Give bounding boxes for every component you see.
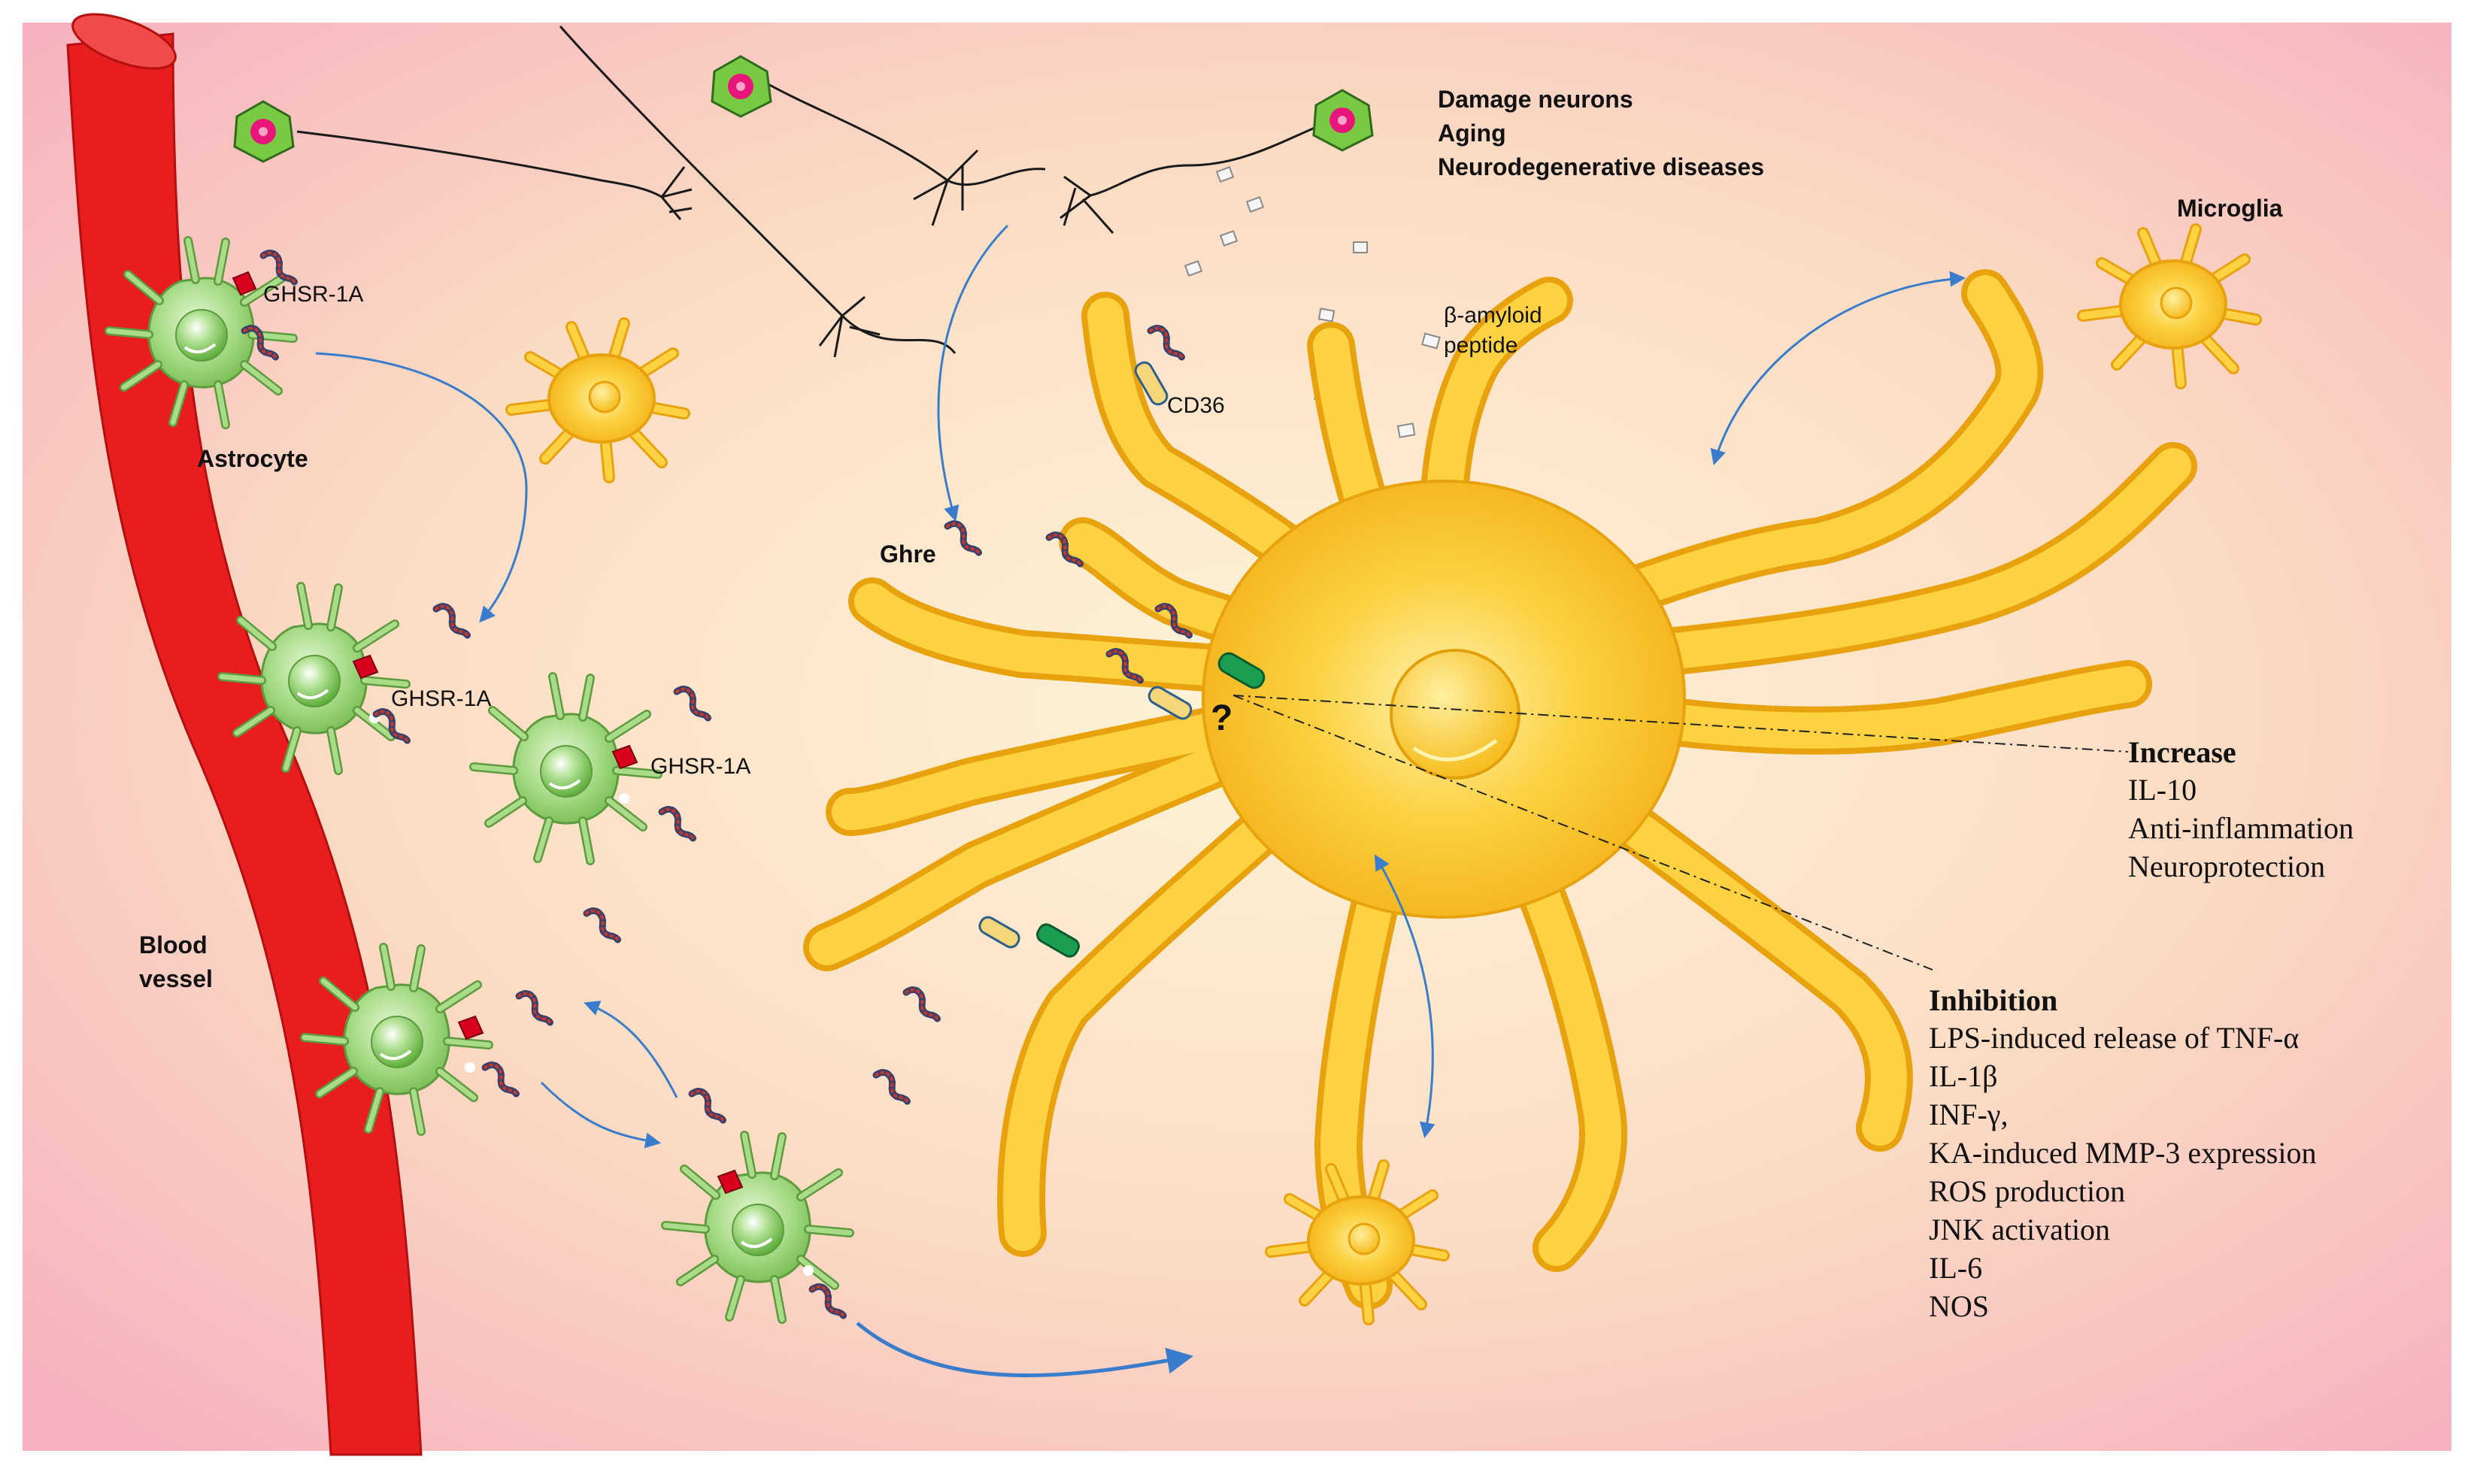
label-ghre: Ghre [880, 541, 936, 568]
increase-item: Anti-inflammation [2128, 811, 2354, 845]
inhibition-item: LPS-induced release of TNF-α [1929, 1021, 2300, 1055]
label-damage-neurons: Damage neurons [1438, 86, 1633, 113]
increase-item: IL-10 [2128, 773, 2197, 807]
inhibition-item: ROS production [1929, 1174, 2126, 1208]
label-vessel: vessel [139, 965, 213, 992]
inhibition-item: JNK activation [1929, 1213, 2111, 1246]
inhibition-title: Inhibition [1929, 983, 2058, 1017]
increase-item: Neuroprotection [2128, 850, 2326, 883]
label-ghsr-1a-mid: GHSR-1A [391, 686, 492, 711]
label-blood: Blood [139, 931, 208, 959]
increase-list: IL-10 Anti-inflammation Neuroprotection [2128, 771, 2354, 886]
label-aging: Aging [1438, 120, 1506, 147]
inhibition-item: IL-1β [1929, 1059, 1998, 1093]
inhibition-list: LPS-induced release of TNF-α IL-1β INF-γ… [1929, 1019, 2317, 1325]
label-microglia: Microglia [2177, 195, 2283, 222]
label-ghsr-1a-right: GHSR-1A [650, 754, 751, 779]
inhibition-item: IL-6 [1929, 1251, 1983, 1285]
inhibition-item: NOS [1929, 1289, 1990, 1323]
inhibition-item: INF-γ, [1929, 1098, 2009, 1131]
label-peptide: peptide [1444, 333, 1518, 358]
inhibition-item: KA-induced MMP-3 expression [1929, 1136, 2317, 1170]
label-neurodegenerative-diseases: Neurodegenerative diseases [1438, 153, 1764, 180]
label-astrocyte: Astrocyte [197, 445, 308, 472]
label-cd36: CD36 [1167, 393, 1225, 418]
label-beta-amyloid: β-amyloid [1444, 303, 1542, 328]
increase-title: Increase [2128, 735, 2236, 769]
label-ghsr-1a-top: GHSR-1A [263, 282, 364, 307]
label-question-mark: ? [1211, 698, 1233, 738]
